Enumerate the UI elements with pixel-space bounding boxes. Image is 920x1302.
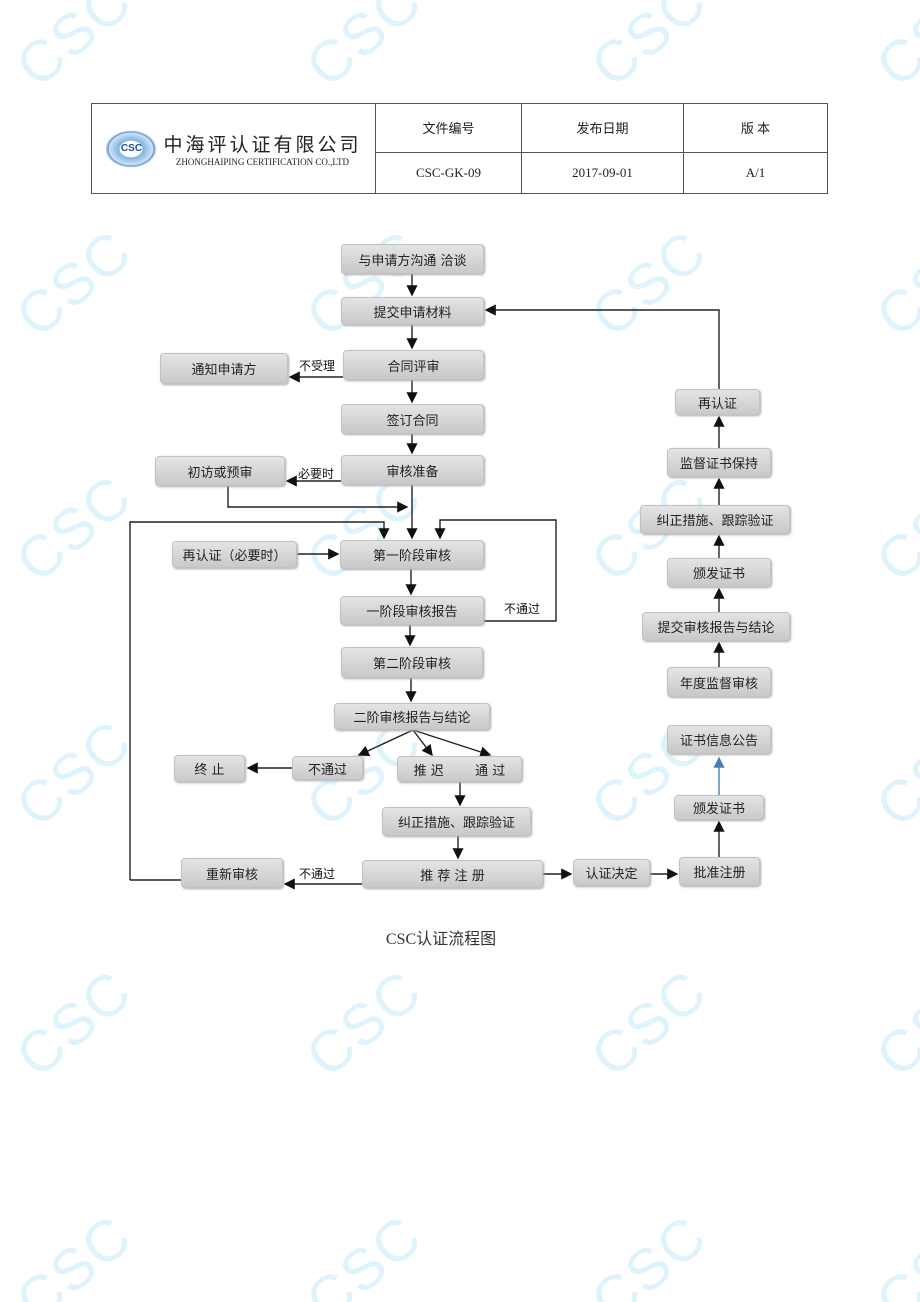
step-annual-surveillance: 年度监督审核: [667, 667, 771, 697]
step-stage2-report: 二阶审核报告与结论: [334, 703, 490, 730]
step-recertification: 再认证: [675, 389, 760, 415]
step-audit-prep: 审核准备: [341, 455, 484, 485]
figure-caption: CSC认证流程图: [385, 931, 497, 948]
step-submit-application: 提交申请材料: [341, 297, 484, 325]
csc-seal-logo: CSC: [105, 129, 158, 168]
step-stage2-audit: 第二阶段审核: [341, 647, 483, 678]
step-pre-visit: 初访或预审: [155, 456, 285, 486]
step-stage1-audit: 第一阶段审核: [340, 540, 484, 569]
step-submit-audit-report: 提交审核报告与结论: [642, 612, 790, 641]
outcome-pass: 通 过: [475, 763, 506, 779]
version-header: 版 本: [683, 103, 828, 153]
step-issue-certificate-2: 颁发证书: [667, 558, 771, 587]
doc-no-value: CSC-GK-09: [375, 151, 522, 195]
step-stage1-report: 一阶段审核报告: [340, 596, 484, 625]
outcome-defer-pass: 推 迟 通 过: [397, 756, 522, 782]
step-cert-decision: 认证决定: [573, 859, 650, 886]
step-corrective-action-2: 纠正措施、跟踪验证: [640, 505, 790, 534]
step-recert-optional: 再认证（必要时）: [172, 541, 297, 568]
label-when-needed: 必要时: [298, 467, 335, 481]
date-value: 2017-09-01: [521, 151, 684, 195]
header-table: CSC 中海评认证有限公司 ZHONGHAIPING CERTIFICATION…: [91, 103, 828, 195]
company-name-cn: 中海评认证有限公司: [163, 134, 362, 156]
step-issue-certificate: 颁发证书: [674, 795, 764, 820]
company-logo-cell: CSC 中海评认证有限公司 ZHONGHAIPING CERTIFICATION…: [91, 103, 376, 194]
outcome-defer: 推 迟: [413, 763, 444, 779]
step-recommend-registration: 推 荐 注 册: [362, 860, 543, 888]
step-notify-applicant: 通知申请方: [160, 353, 288, 384]
step-surveillance-maintain: 监督证书保持: [667, 448, 771, 477]
step-contract-review: 合同评审: [343, 350, 484, 380]
label-fail-registration: 不通过: [299, 867, 336, 881]
company-name-en: ZHONGHAIPING CERTIFICATION CO.,LTD: [175, 157, 350, 167]
step-approve-registration: 批准注册: [679, 857, 760, 886]
version-value: A/1: [683, 151, 828, 195]
step-sign-contract: 签订合同: [341, 404, 484, 434]
label-fail-stage1: 不通过: [504, 602, 541, 616]
step-re-audit: 重新审核: [181, 858, 283, 888]
label-not-accepted: 不受理: [299, 359, 336, 373]
step-terminate: 终 止: [174, 755, 245, 782]
step-communicate: 与申请方沟通 洽谈: [341, 244, 484, 274]
step-corrective-action: 纠正措施、跟踪验证: [382, 807, 531, 836]
doc-no-header: 文件编号: [375, 103, 522, 153]
outcome-fail: 不通过: [292, 756, 363, 780]
step-cert-announcement: 证书信息公告: [667, 725, 771, 754]
